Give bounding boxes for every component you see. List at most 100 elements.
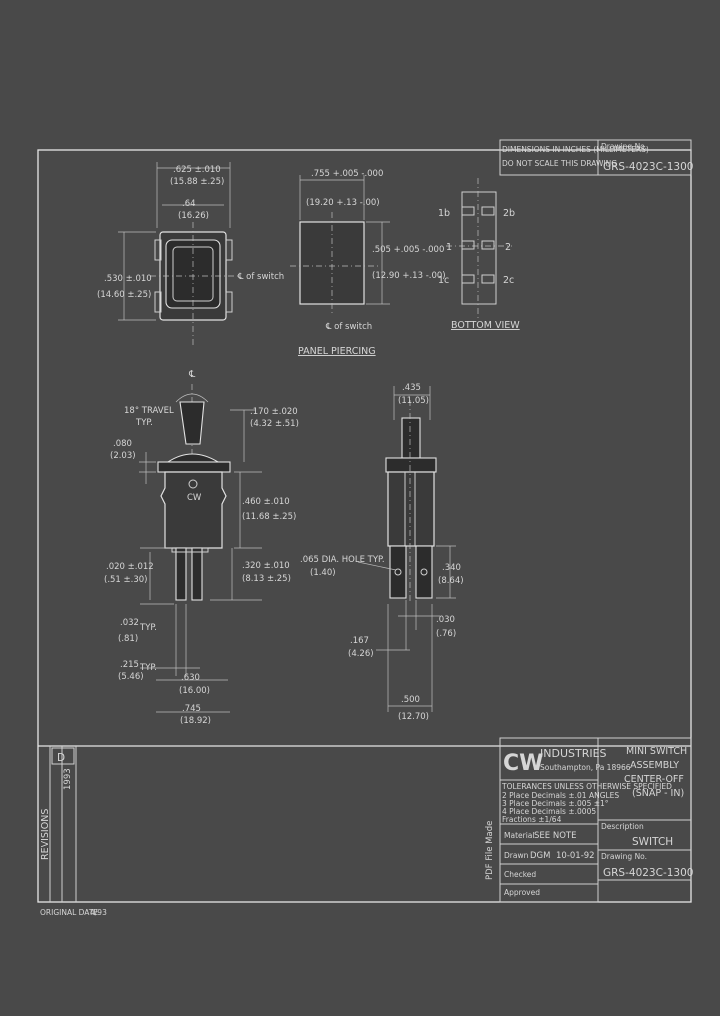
tolerance-line-1: 2 Place Decimals ±.01 ANGLES [502,791,619,800]
front-dim-inner-mm: (16.26) [178,211,209,221]
revisions-label: REVISIONS [40,809,51,860]
terminal-1: 1 [446,242,452,253]
company-logo: CW [503,751,543,776]
front-dim-height-mm: (14.60 ±.25) [97,290,151,300]
title-line-1: MINI SWITCH [626,746,687,757]
side-dim-630-mm: (16.00) [179,686,210,696]
panel-dim-width-mm: (19.20 +.13 -.00) [306,198,380,208]
terminal-2: 2 [505,242,511,253]
drawn-label: Drawn [504,851,529,860]
panel-dim-height-mm: (12.90 +.13 -.00) [372,271,446,281]
description-value: SWITCH [632,836,673,848]
side-dim-pitch-mm: (5.46) [118,672,144,682]
drawn-date: 10-01-92 [556,851,595,861]
terminal-1b: 1b [438,208,450,219]
drawing-border [37,149,692,903]
revision-date: 1993 [63,768,73,790]
note-do-not-scale: DO NOT SCALE THIS DRAWING [502,159,617,168]
side-typ: TYP. [139,623,157,633]
panel-dim-width: .755 +.005 -.000 [311,169,383,179]
side-dim-745: .745 [182,704,201,714]
side-dim-term-left-mm: (.51 ±.30) [104,575,148,585]
revision-letter: D [57,752,65,764]
original-date-label: ORIGINAL DATE [40,908,98,917]
terminal-1c: 1c [438,275,449,286]
tolerance-line-3: 4 Place Decimals ±.0005 [502,807,596,816]
end-dim-167: .167 [350,636,369,646]
end-view: .435 (11.05) .065 DIA. HOLE TYP. (1.40) … [300,383,464,722]
terminal-2b: 2b [503,208,515,219]
drawing-no-label-bottom: Drawing No. [601,852,647,861]
company-address: Southampton, Pa 18966 [540,763,631,772]
side-view: ℄ CW 18° TRAVEL TYP. .170 ±.020 (4.32 ±.… [104,369,299,726]
panel-piercing-view: .755 +.005 -.000 (19.20 +.13 -.00) .505 … [290,169,446,357]
title-line-3: CENTER-OFF [624,774,684,785]
panel-dim-height: .505 +.005 -.000 [372,245,444,255]
end-dim-030-mm: (.76) [436,629,456,639]
front-dim-width: .625 ±.010 [173,165,221,175]
side-dim-pitch: .215 [120,660,139,670]
end-hole-mm: (1.40) [310,568,336,578]
title-line-2: ASSEMBLY [630,760,679,771]
checked-label: Checked [504,870,536,879]
front-dim-width-mm: (15.88 ±.25) [170,177,224,187]
front-dim-inner: .64 [182,199,196,209]
side-dim-flange: .080 [113,439,132,449]
side-dim-630: .630 [181,673,200,683]
side-dim-term-right: .320 ±.010 [242,561,290,571]
end-dim-top: .435 [402,383,421,393]
side-travel-typ: TYP. [135,418,153,428]
company-name: INDUSTRIES [540,747,607,760]
side-dim-body: .460 ±.010 [242,497,290,507]
side-dim-745-mm: (18.92) [180,716,211,726]
side-travel: 18° TRAVEL [124,406,174,416]
front-centerline-label: ℄ of switch [237,272,284,282]
panel-piercing-label: PANEL PIERCING [298,346,376,357]
material-label: Material [504,831,534,840]
note-units: DIMENSIONS IN INCHES (MILLIMETERS) [502,145,649,154]
description-label: Description [601,822,644,831]
end-hole: .065 DIA. HOLE TYP. [300,555,385,565]
approved-label: Approved [504,888,540,897]
tolerance-line-4: Fractions ±1/64 [502,815,562,824]
side-dim-top-mm: (4.32 ±.51) [250,419,299,429]
front-view: .625 ±.010 (15.88 ±.25) .64 (16.26) .530… [97,162,284,345]
side-body-logo: CW [187,493,202,503]
title-line-4: (SNAP - IN) [632,788,684,799]
bottom-view-label: BOTTOM VIEW [451,320,520,331]
tolerance-line-2: 3 Place Decimals ±.005 ±1° [502,799,609,808]
drawing-no-top: GRS-4023C-1300 [603,161,693,173]
end-dim-340: .340 [442,563,461,573]
side-stamp: PDF File Made [485,821,495,880]
side-typ2: TYP. [139,663,157,673]
side-dim-thk-mm: (.81) [118,634,138,644]
title-block: CW INDUSTRIES Southampton, Pa 18966 TOLE… [38,737,693,903]
end-dim-167-mm: (4.26) [348,649,374,659]
side-dim-term-left: .020 ±.012 [106,562,154,572]
end-dim-500: .500 [401,695,420,705]
side-dim-term-right-mm: (8.13 ±.25) [242,574,291,584]
side-dim-top: .170 ±.020 [250,407,298,417]
revisions-block: D REVISIONS 1993 ORIGINAL DATE 4/93 [40,746,107,917]
side-centerline: ℄ [188,369,196,380]
original-date-value: 4/93 [90,908,107,917]
side-dim-thk: .032 [120,618,139,628]
panel-centerline-label: ℄ of switch [325,322,372,332]
end-dim-030: .030 [436,615,455,625]
drawing-no-label-top: Drawing No. [601,142,647,151]
front-dim-height: .530 ±.010 [104,274,152,284]
tolerance-header: TOLERANCES UNLESS OTHERWISE SPECIFIED [501,782,672,791]
side-dim-body-mm: (11.68 ±.25) [242,512,296,522]
drawn-value: DGM [530,851,550,861]
drawing-no-box-top [597,139,692,176]
side-dim-flange-mm: (2.03) [110,451,136,461]
material-value: SEE NOTE [534,831,576,841]
terminal-2c: 2c [503,275,514,286]
end-dim-500-mm: (12.70) [398,712,429,722]
drawing-no-bottom: GRS-4023C-1300 [603,867,693,879]
end-dim-top-mm: (11.05) [398,396,429,406]
bottom-view: 1b 2b 1 2 1c 2c BOTTOM VIEW [438,178,520,331]
end-dim-340-mm: (8.64) [438,576,464,586]
